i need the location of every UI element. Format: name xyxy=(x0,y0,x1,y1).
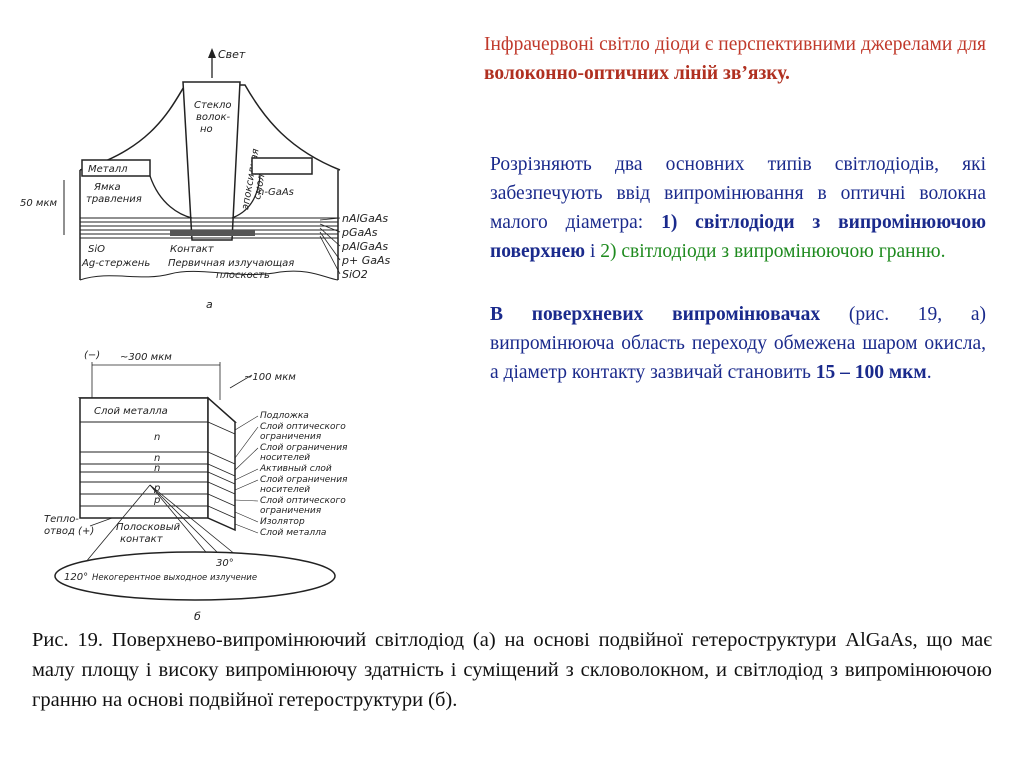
intro-paragraph: Інфрачервоні світло діоди є перспективни… xyxy=(484,30,986,88)
layer-label-4: p+ GaAs xyxy=(341,254,390,267)
primary-plane-label-2: плоскость xyxy=(216,270,270,281)
side-label-6: Активный слой xyxy=(259,464,332,474)
heat-label-2: отвод (+) xyxy=(44,526,94,537)
figure-b-edge-emitter: (−) ~300 мкм ~100 мкм Слой металла n n n… xyxy=(44,350,348,623)
strip-label-2: контакт xyxy=(120,534,164,545)
types-bold-1: 1) світлодіоди з випромінюючою поверхнею xyxy=(490,212,986,262)
angle-30-label: 30° xyxy=(216,558,234,569)
fiber-label-2: волок- xyxy=(196,112,231,123)
sio2-left-label: SiO xyxy=(88,244,105,255)
layer-label-2: pGaAs xyxy=(341,226,378,239)
glass-fiber xyxy=(182,81,241,241)
etch-label-1: Ямка xyxy=(93,182,121,193)
side-label-10: ограничения xyxy=(260,506,322,516)
types-green-2: 2) світлодіоди з випромінюючою гранню. xyxy=(600,241,946,262)
surface-bold: В поверхневих випромінювачах xyxy=(490,304,821,325)
primary-plane-label-1: Первичная излучающая xyxy=(168,258,294,269)
side-label-3: ограничения xyxy=(260,432,322,442)
n-layer-2: n xyxy=(154,453,160,464)
emission-label: Некогерентное выходное излучение xyxy=(92,573,257,583)
side-label-8: носителей xyxy=(260,485,310,495)
side-label-2: Слой оптического xyxy=(260,422,346,432)
n-layer-3: n xyxy=(154,463,160,474)
figure-b-label: б xyxy=(194,610,201,623)
figure-a-label: а xyxy=(206,298,213,311)
side-label-7: Слой ограничения xyxy=(260,475,348,485)
etch-pit xyxy=(149,175,261,219)
side-label-1: Подложка xyxy=(260,411,309,421)
dimension-label: 50 мкм xyxy=(20,198,57,209)
contact-label: Контакт xyxy=(170,244,215,255)
side-label-4: Слой ограничения xyxy=(260,443,348,453)
minus-label: (−) xyxy=(84,350,100,361)
width-300-label: ~300 мкм xyxy=(120,352,172,363)
layer-label-1: nAlGaAs xyxy=(342,212,388,225)
intro-text: Інфрачервоні світло діоди є перспективни… xyxy=(484,34,986,55)
emission-ellipse xyxy=(54,551,336,601)
chip-side-face xyxy=(207,396,236,532)
etch-label-2: травления xyxy=(86,194,142,205)
side-label-11: Изолятор xyxy=(260,517,305,527)
types-text: Розрізняють два основних типів світлодіо… xyxy=(490,154,986,233)
fiber-label-3: но xyxy=(200,124,213,135)
ag-rod-label: Ag-стержень xyxy=(81,258,150,269)
layer-label-5: SiO2 xyxy=(342,268,368,281)
fiber-label-1: Стекло xyxy=(194,100,232,111)
types-paragraph: Розрізняють два основних типів світлодіо… xyxy=(490,150,986,266)
ngaas-label: n-GaAs xyxy=(258,187,294,198)
metal-pad-right xyxy=(251,157,313,175)
surface-emitter-paragraph: В поверхневих випромінювачах (рис. 19, а… xyxy=(490,300,986,387)
side-label-12: Слой металла xyxy=(260,528,326,538)
figure-a-surface-emitter: Свет Стекло волок- но эпоксидная смола М… xyxy=(20,48,390,311)
side-labels: Подложка Слой оптического ограничения Сл… xyxy=(259,411,348,538)
strip-label-1: Полосковый xyxy=(116,522,181,533)
layer-label-3: pAlGaAs xyxy=(341,240,388,253)
intro-bold: волоконно-оптичних ліній зв’язку. xyxy=(484,63,790,84)
metal-pad-left xyxy=(81,159,151,177)
types-conj: і xyxy=(585,241,601,262)
surface-end: . xyxy=(926,362,932,383)
active-region xyxy=(170,230,255,236)
n-layer-1: n xyxy=(154,432,160,443)
p-layer-2: p xyxy=(153,495,160,506)
angle-120-label: 120° xyxy=(64,572,88,583)
surface-bold-2: 15 – 100 мкм xyxy=(815,362,927,383)
side-label-9: Слой оптического xyxy=(260,496,346,506)
figure-caption: Рис. 19. Поверхнево-випромінюючий світло… xyxy=(32,629,992,711)
chip-outline xyxy=(79,170,339,280)
width-100-label: ~100 мкм xyxy=(244,372,296,383)
metal-label: Металл xyxy=(88,164,128,175)
front-layers xyxy=(80,421,208,507)
light-label: Свет xyxy=(218,48,246,61)
side-label-5: носителей xyxy=(260,453,310,463)
heat-label-1: Тепло- xyxy=(44,514,79,525)
right-layer-labels: nAlGaAs pGaAs pAlGaAs p+ GaAs SiO2 xyxy=(341,212,390,281)
surface-text: (рис. 19, а) випромінююча область перехо… xyxy=(490,304,986,383)
chip-front-face xyxy=(79,397,209,519)
metal-layer-label: Слой металла xyxy=(94,406,168,417)
p-layer-1: p xyxy=(153,483,160,494)
